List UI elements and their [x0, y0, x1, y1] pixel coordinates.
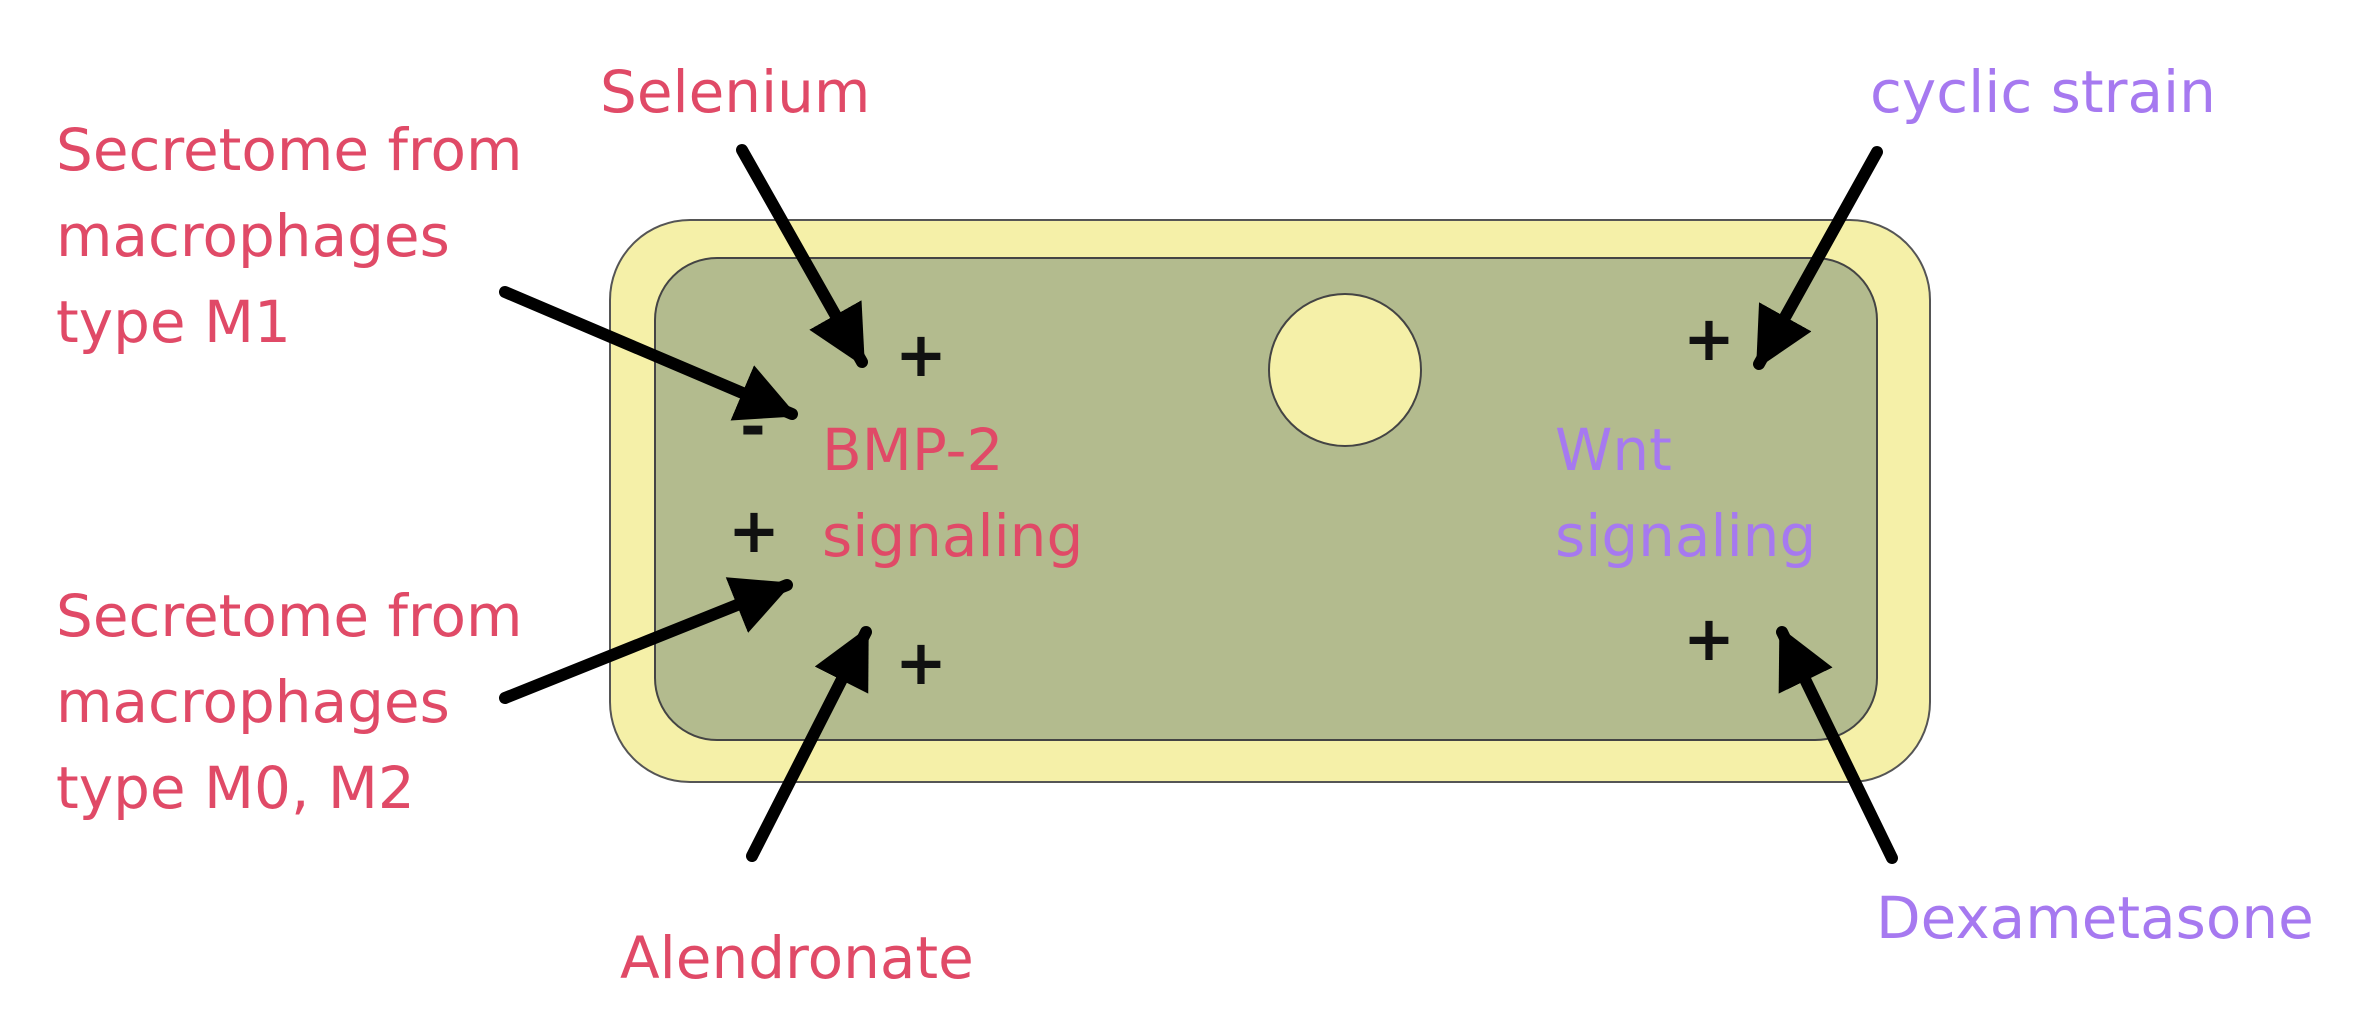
cyclic-strain-effect-sign: +: [1683, 302, 1735, 375]
m1-arrow: [499, 286, 798, 421]
secretome-m0-m2-line3: type M0, M2: [56, 754, 415, 822]
m0-m2-effect-sign: +: [728, 494, 780, 567]
dexametasone-arrow: [1776, 626, 1898, 864]
secretome-m1-label: Secretome from macrophages type M1: [56, 116, 541, 356]
dexametasone-label: Dexametasone: [1876, 884, 2314, 952]
bmp2-signaling-label: BMP-2 signaling: [822, 416, 1083, 570]
secretome-m1-line3: type M1: [56, 288, 291, 356]
wnt-label-line2: signaling: [1555, 502, 1816, 570]
selenium-effect-sign: +: [895, 318, 947, 391]
bmp2-label-line2: signaling: [822, 502, 1083, 570]
cell-cytoplasm: [654, 257, 1878, 741]
wnt-label-line1: Wnt: [1555, 416, 1672, 484]
alendronate-label: Alendronate: [620, 924, 974, 992]
secretome-m1-line1: Secretome from: [56, 116, 522, 184]
secretome-m0-m2-line1: Secretome from: [56, 582, 522, 650]
wnt-signaling-label: Wnt signaling: [1555, 416, 1816, 570]
m0-m2-arrow: [499, 577, 793, 704]
cyclic-strain-label: cyclic strain: [1870, 58, 2216, 126]
alendronate-arrow: [746, 626, 872, 862]
secretome-m1-line2: macrophages: [56, 202, 450, 270]
nucleus: [1268, 293, 1422, 447]
secretome-m0-m2-label: Secretome from macrophages type M0, M2: [56, 582, 541, 822]
alendronate-effect-sign: +: [895, 626, 947, 699]
bmp2-label-line1: BMP-2: [822, 416, 1003, 484]
dexametasone-effect-sign: +: [1683, 602, 1735, 675]
selenium-arrow: [736, 144, 868, 368]
cyclic-strain-arrow: [1753, 146, 1883, 370]
secretome-m0-m2-line2: macrophages: [56, 668, 450, 736]
selenium-label: Selenium: [600, 58, 870, 126]
m1-effect-sign: -: [740, 390, 766, 463]
